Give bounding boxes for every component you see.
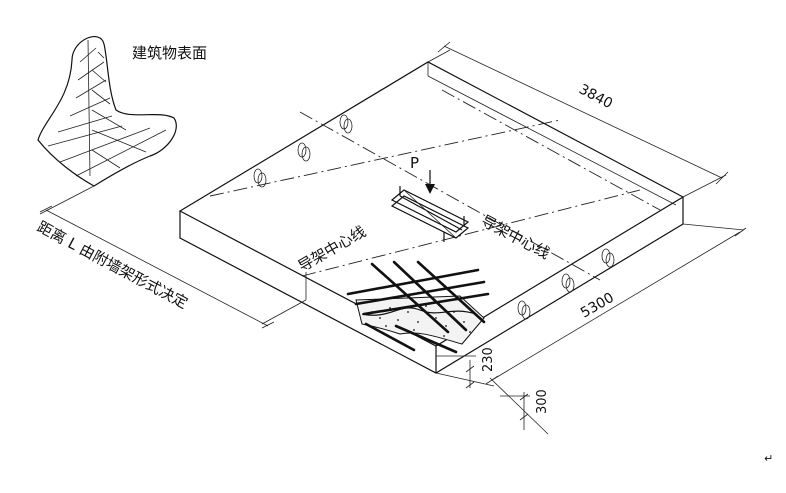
dimension-thickness-label: 230 [481, 347, 496, 372]
guide-center-lines [209, 89, 661, 281]
cut-section [346, 260, 490, 354]
load-arrow [425, 170, 435, 194]
anchor-bolts [253, 114, 615, 320]
guide-center-label-right: 导架中心线 [478, 212, 553, 263]
distance-note-label: 距离 L 由附墙架形式决定 [34, 218, 191, 313]
return-mark: ↵ [764, 452, 773, 465]
building-surface-label: 建筑物表面 [132, 44, 207, 62]
building-surface-profile [37, 35, 177, 187]
dimension-width [427, 41, 729, 198]
dimension-distance-l [39, 185, 307, 329]
dimension-offset-label: 300 [535, 389, 550, 414]
dimension-thickness [436, 355, 549, 435]
guide-center-label-left: 导架中心线 [295, 222, 369, 275]
guide-frame [390, 186, 470, 242]
dimension-length [435, 223, 747, 387]
dimension-width-label: 3840 [576, 81, 615, 112]
rebar-mesh [346, 260, 490, 354]
load-label: P [410, 154, 419, 172]
